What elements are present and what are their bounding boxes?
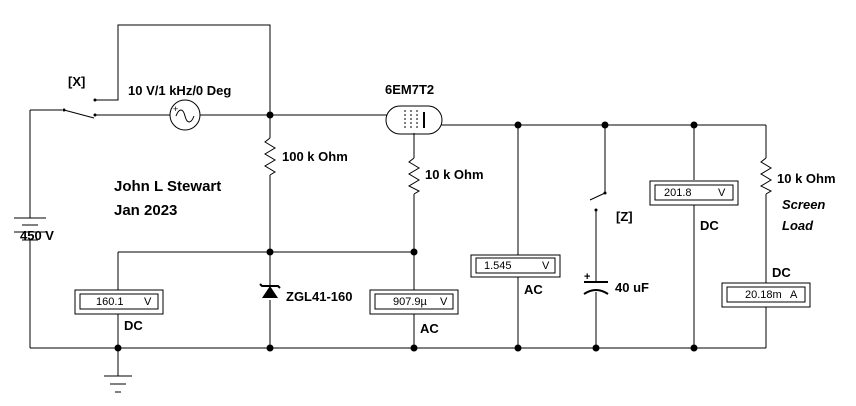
meter-5-mode: DC xyxy=(772,265,791,280)
junction-dot xyxy=(410,248,418,256)
resistor-grid-symbol xyxy=(264,137,276,176)
tube-symbol xyxy=(385,105,443,136)
battery-symbol xyxy=(14,217,46,241)
meter-2: 907.9µ V xyxy=(369,289,459,315)
meter-5: 20.18m A xyxy=(721,282,811,308)
wires xyxy=(29,24,767,376)
author-name: John L Stewart xyxy=(114,178,221,195)
junction-dot xyxy=(690,121,698,129)
meter-1-unit: V xyxy=(144,296,152,308)
meter-4-value: 201.8 xyxy=(664,187,692,199)
junction-dot xyxy=(114,344,122,352)
resistor-screen-label: 10 k Ohm xyxy=(777,171,836,186)
junction-dots xyxy=(114,111,698,352)
capacitor-symbol xyxy=(583,281,609,295)
zener-label: ZGL41-160 xyxy=(286,289,352,304)
resistor-cathode-symbol xyxy=(407,157,421,195)
ac-source-label: 10 V/1 kHz/0 Deg xyxy=(128,83,231,98)
ground-icon xyxy=(104,375,132,393)
capacitor-polarity: + xyxy=(584,271,590,283)
switch-x-label: [X] xyxy=(68,74,85,89)
junction-dot xyxy=(410,344,418,352)
meter-5-value: 20.18m xyxy=(745,289,782,301)
author-date: Jan 2023 xyxy=(114,202,177,219)
ac-source-symbol: + xyxy=(169,99,201,131)
meter-3-unit: V xyxy=(542,260,550,272)
meter-1: 160.1 V xyxy=(74,289,164,315)
switch-z[interactable] xyxy=(589,191,607,212)
svg-text:+: + xyxy=(173,104,178,114)
switch-x[interactable] xyxy=(62,98,97,119)
screen-load-label-line1: Screen xyxy=(782,197,825,212)
junction-dot xyxy=(514,121,522,129)
meter-3-mode: AC xyxy=(524,282,543,297)
junction-dot xyxy=(266,111,274,119)
meter-5-unit: A xyxy=(790,289,798,301)
switch-z-label: [Z] xyxy=(616,209,633,224)
meter-2-unit: V xyxy=(440,296,448,308)
meter-4-unit: V xyxy=(718,187,726,199)
junction-dot xyxy=(601,121,609,129)
junction-dot xyxy=(266,344,274,352)
screen-load-label-line2: Load xyxy=(782,218,814,233)
meter-2-value: 907.9µ xyxy=(393,296,428,308)
capacitor-label: 40 uF xyxy=(615,280,649,295)
junction-dot xyxy=(592,344,600,352)
meter-1-value: 160.1 xyxy=(96,296,124,308)
meter-4-mode: DC xyxy=(700,218,719,233)
meter-3-value: 1.545 xyxy=(484,260,512,272)
meter-1-mode: DC xyxy=(124,318,143,333)
resistor-grid-label: 100 k Ohm xyxy=(282,149,348,164)
zener-diode-symbol xyxy=(259,283,281,298)
meter-4: 201.8 V xyxy=(649,180,739,206)
meter-2-mode: AC xyxy=(420,321,439,336)
tube-label: 6EM7T2 xyxy=(385,82,434,97)
battery-label: 450 V xyxy=(20,228,54,243)
resistor-cathode-label: 10 k Ohm xyxy=(425,167,484,182)
meter-3: 1.545 V xyxy=(470,254,561,278)
junction-dot xyxy=(514,344,522,352)
resistor-screen-symbol xyxy=(759,157,773,195)
junction-dot xyxy=(690,344,698,352)
junction-dot xyxy=(266,248,274,256)
